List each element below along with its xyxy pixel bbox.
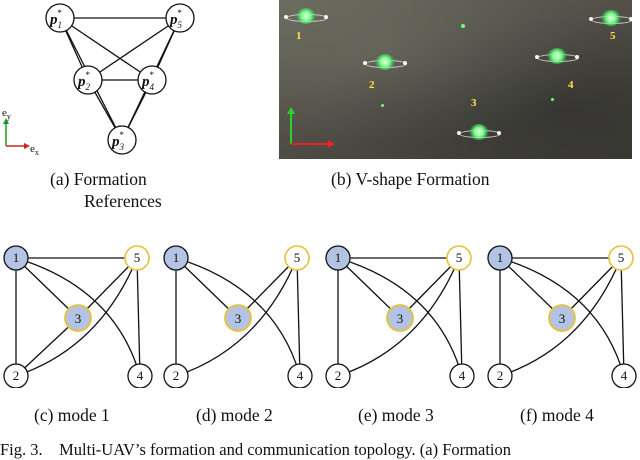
mode4-node-1 [487,245,513,271]
ref-label-4: p4* [140,70,155,92]
mode-graph-2: 1 5 3 2 4 [163,245,313,388]
formation-references-diagram: p1* p5* p2* p4* p3* ey ex [2,3,195,157]
mode-graph-3: 1 5 3 2 4 [325,245,475,388]
axis-x-label: ex [30,143,39,157]
mode1-label-4: 4 [137,368,144,383]
mode4-node-3 [548,304,576,332]
drone-label-1: 1 [296,30,302,42]
axis-y-label: ey [2,107,11,121]
ref-label-1: p1* [48,8,62,30]
mode3-node-4 [449,363,475,388]
axis-icon [3,118,30,149]
mode1-node-3 [64,304,92,332]
mode3-node-3 [386,304,414,332]
caption-a-line2: References [84,191,162,211]
photo-axis-icon [287,107,335,148]
mode2-node-5 [284,245,310,271]
drone-label-3: 3 [471,97,477,109]
v-shape-formation-photo: 1 5 2 4 3 [279,0,632,159]
mode1-node-1 [3,245,29,271]
mode4-node-2 [487,363,513,388]
mode3-label-2: 2 [335,368,342,383]
mode2-label-3: 3 [235,311,242,326]
mode3-label-3: 3 [397,311,404,326]
mode3-node-1 [325,245,351,271]
mode2-node-2 [163,363,189,388]
mode1-label-3: 3 [75,311,82,326]
caption-c: (c) mode 1 [34,405,110,425]
mode-graph-1: 1 5 3 2 4 [3,245,153,388]
mode2-node-4 [287,363,313,388]
mode4-label-3: 3 [559,311,566,326]
ref-label-2: p2* [76,70,91,92]
mode2-label-2: 2 [173,368,180,383]
figure-caption: Fig. 3. Multi-UAV’s formation and commun… [0,440,511,459]
mode1-label-1: 1 [13,250,20,265]
mode4-node-5 [608,245,634,271]
ref-node-3 [107,125,137,155]
mode3-node-5 [446,245,472,271]
ref-node-5 [165,3,195,33]
mode1-label-5: 5 [134,250,141,265]
drone-label-4: 4 [568,79,574,91]
drone-label-2: 2 [369,79,375,91]
mode4-label-1: 1 [497,250,504,265]
mode-graph-4: 1 5 3 2 4 [487,245,637,388]
ref-label-3: p3* [110,130,125,152]
mode3-label-5: 5 [456,250,463,265]
mode2-label-1: 1 [173,250,180,265]
ref-label-5: p5* [168,8,183,30]
caption-f: (f) mode 4 [520,405,594,425]
caption-e: (e) mode 3 [358,405,434,425]
drone-label-5: 5 [610,30,616,42]
mode4-label-4: 4 [621,368,628,383]
mode1-node-5 [124,245,150,271]
mode4-label-2: 2 [497,368,504,383]
mode3-label-4: 4 [459,368,466,383]
mode2-label-5: 5 [294,250,301,265]
caption-b: (b) V-shape Formation [331,169,490,189]
ref-node-1 [45,3,75,33]
caption-d: (d) mode 2 [196,405,273,425]
mode2-label-4: 4 [297,368,304,383]
mode2-node-1 [163,245,189,271]
mode4-label-5: 5 [618,250,625,265]
mode4-node-4 [611,363,637,388]
mode3-label-1: 1 [335,250,342,265]
mode1-node-4 [127,363,153,388]
ref-node-2 [73,65,103,95]
caption-a-line1: (a) Formation [50,169,147,189]
mode1-label-2: 2 [13,368,20,383]
ref-node-4 [137,65,167,95]
mode1-node-2 [3,363,29,388]
mode3-node-2 [325,363,351,388]
mode2-node-3 [224,304,252,332]
